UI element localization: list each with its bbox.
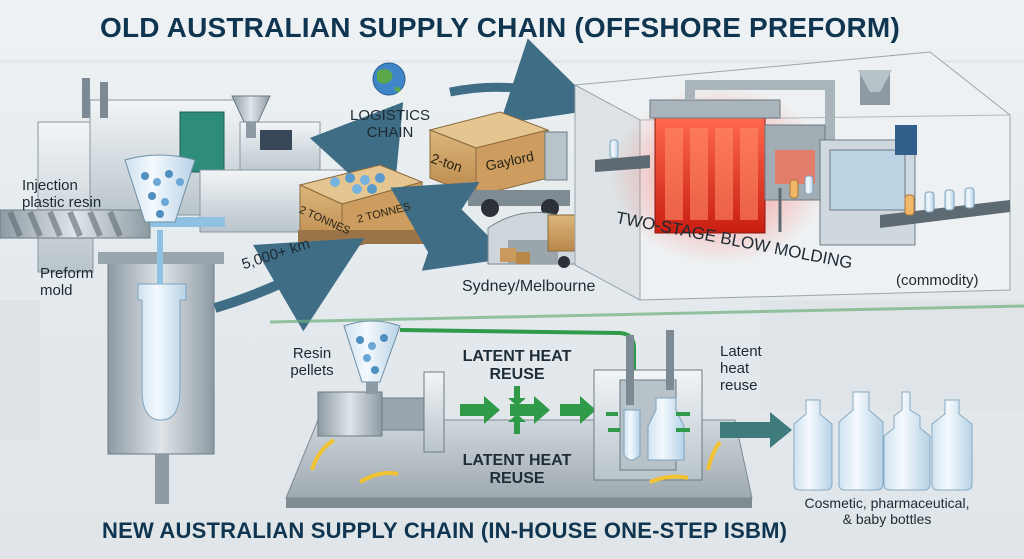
arrow-box-to-truck bbox=[390, 181, 480, 257]
label-resin-pellets: Resin pellets bbox=[290, 345, 334, 379]
label-commodity: (commodity) bbox=[896, 272, 979, 289]
label-bottle-types: Cosmetic, pharmaceutical, & baby bottles bbox=[804, 495, 970, 527]
blow-molding-factory bbox=[574, 51, 1011, 301]
bottle-icon bbox=[609, 139, 975, 216]
arrow-shipping-distance bbox=[213, 237, 365, 332]
section-divider bbox=[269, 304, 1024, 324]
background-factory bbox=[0, 60, 1024, 440]
circulation-arrows bbox=[310, 438, 722, 484]
label-latent-heat-bottom: LATENT HEAT REUSE bbox=[462, 452, 572, 487]
globe-icon bbox=[372, 62, 406, 96]
isbm-blow-mold-station bbox=[593, 330, 703, 481]
arrow-to-warehouse bbox=[421, 194, 511, 271]
label-latent-heat-right: Latent heat reuse bbox=[720, 343, 762, 394]
final-bottles bbox=[793, 391, 973, 491]
arrow-to-bottles bbox=[720, 412, 792, 448]
resin-hopper bbox=[124, 154, 196, 223]
arrow-to-factory bbox=[449, 38, 600, 124]
label-latent-heat-top: LATENT HEAT REUSE bbox=[462, 348, 572, 383]
isbm-injection-unit bbox=[317, 320, 445, 453]
heat-reuse-arrows bbox=[460, 386, 596, 434]
label-preform-mold: Preform mold bbox=[40, 265, 94, 299]
title-new-chain: NEW AUSTRALIAN SUPPLY CHAIN (IN-HOUSE ON… bbox=[102, 518, 788, 543]
preform-mold bbox=[98, 230, 224, 504]
title-old-chain: OLD AUSTRALIAN SUPPLY CHAIN (OFFSHORE PR… bbox=[100, 12, 900, 43]
label-injection-resin: Injection plastic resin bbox=[22, 177, 102, 211]
truck-icon bbox=[428, 111, 570, 217]
label-logistics-chain: LOGISTICS CHAIN bbox=[349, 107, 431, 141]
label-cities: Sydney/Melbourne bbox=[462, 278, 596, 295]
